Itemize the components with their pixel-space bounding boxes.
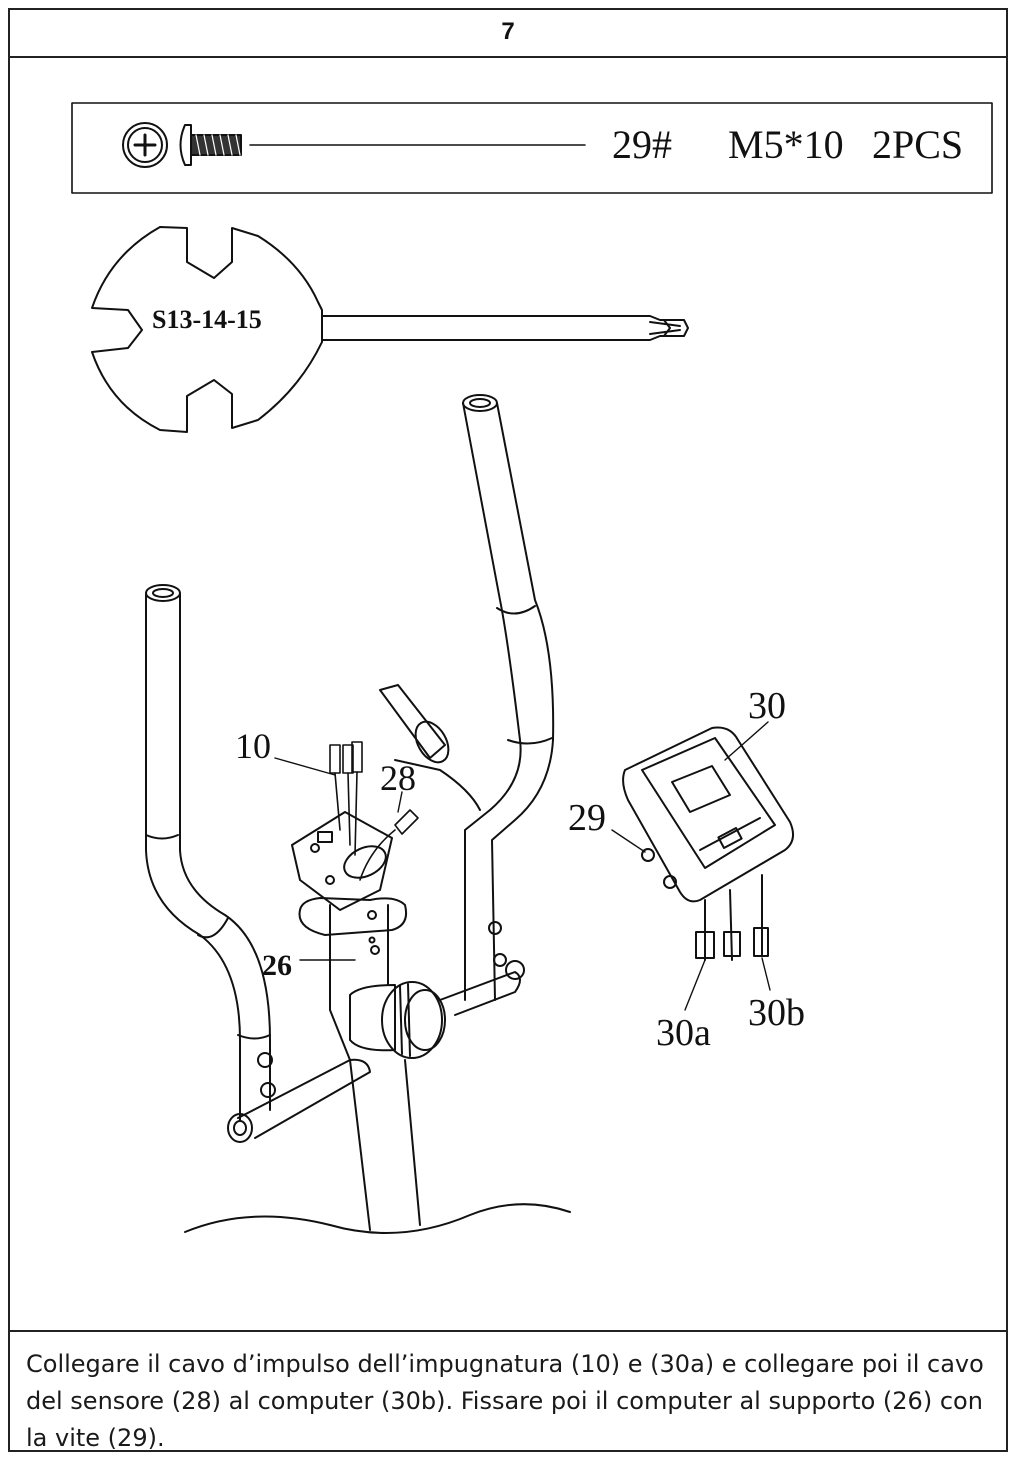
- tension-knob: [349, 981, 446, 1059]
- hardware-part-number: 29#: [612, 122, 672, 167]
- wrench-tool-icon: [91, 226, 689, 433]
- lower-crossbars: [227, 921, 525, 1143]
- screw-side-icon: [179, 124, 242, 166]
- base-curve: [184, 1203, 571, 1234]
- right-handlebar: [462, 394, 555, 1001]
- callout-28: 28: [380, 758, 416, 798]
- instruction-text: Collegare il cavo d’impulso dell’impugna…: [8, 1330, 1008, 1452]
- computer-console: [622, 726, 795, 961]
- callout-30a: 30a: [656, 1012, 711, 1054]
- upright-post: [298, 897, 421, 1231]
- left-handlebar: [145, 584, 271, 1121]
- hardware-spec: M5*10: [728, 122, 844, 167]
- callout-29: 29: [568, 797, 606, 839]
- callout-10: 10: [235, 726, 271, 766]
- callout-26: 26: [262, 949, 292, 982]
- hardware-box: [71, 102, 993, 194]
- callout-leaders: [274, 721, 771, 1011]
- callout-30: 30: [748, 685, 786, 727]
- cables: [329, 741, 419, 881]
- callout-30b: 30b: [748, 992, 805, 1034]
- mount-bracket: [291, 684, 481, 911]
- page-frame: [8, 8, 1008, 1452]
- screw-head-icon: [122, 122, 168, 168]
- hardware-quantity: 2PCS: [872, 122, 963, 167]
- step-number: 7: [8, 8, 1008, 58]
- tool-label: S13-14-15: [152, 305, 262, 334]
